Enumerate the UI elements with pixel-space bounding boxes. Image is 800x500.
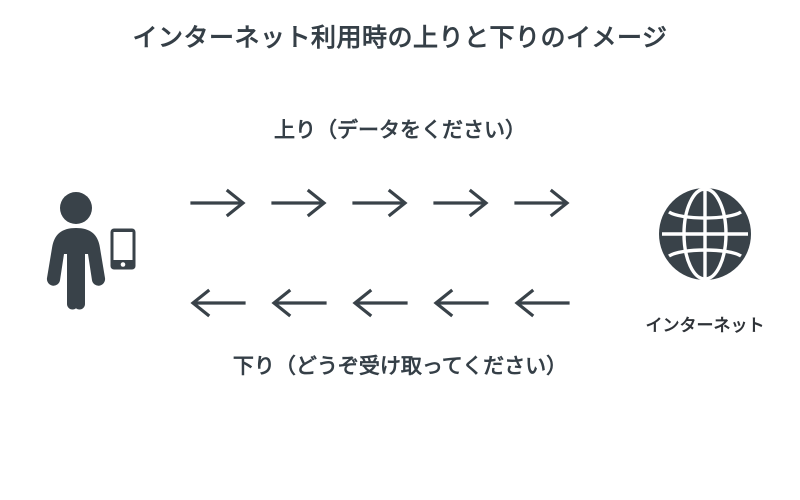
upstream-arrow-row xyxy=(190,185,570,225)
arrow-left-icon xyxy=(271,288,327,323)
arrow-right-icon xyxy=(190,188,246,223)
arrow-left-icon xyxy=(352,288,408,323)
page-title: インターネット利用時の上りと下りのイメージ xyxy=(132,24,668,52)
internet-label: インターネット xyxy=(645,316,765,335)
arrow-right-icon xyxy=(433,188,489,223)
upstream-label: 上り（データをください） xyxy=(274,119,526,142)
arrow-left-icon xyxy=(514,288,570,323)
user-node xyxy=(44,190,154,310)
internet-node: インターネット xyxy=(630,186,780,346)
downstream-arrow-row xyxy=(190,285,570,325)
arrow-right-icon xyxy=(271,188,327,223)
arrow-right-icon xyxy=(514,188,570,223)
smartphone-icon xyxy=(110,228,136,275)
arrow-left-icon xyxy=(190,288,246,323)
downstream-label: 下り（どうぞ受け取ってください） xyxy=(232,355,568,378)
arrow-left-icon xyxy=(433,288,489,323)
arrow-right-icon xyxy=(352,188,408,223)
person-icon xyxy=(44,190,108,315)
globe-icon xyxy=(657,186,753,287)
